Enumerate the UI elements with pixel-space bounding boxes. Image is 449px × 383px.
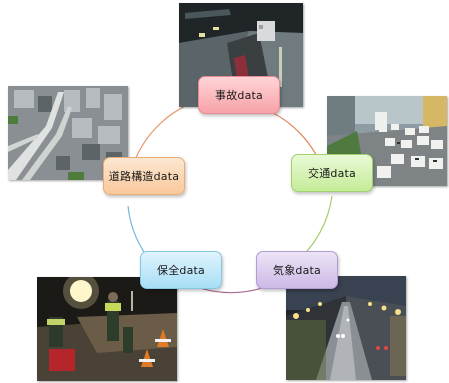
traffic-data-label: 交通data (308, 167, 356, 180)
road-structure-data-label: 道路構造data (108, 170, 180, 183)
maintenance-data-node: 保全data (140, 251, 222, 289)
arc-road-accident (134, 99, 201, 161)
maintenance-data-label: 保全data (157, 264, 205, 277)
traffic-data-node: 交通data (291, 154, 373, 192)
road-structure-data-node: 道路構造data (103, 157, 185, 195)
arc-maintenance-road (127, 205, 147, 256)
accident-data-node: 事故data (198, 76, 280, 114)
accident-data-label: 事故data (215, 89, 263, 102)
maintenance-work-photo (37, 277, 177, 381)
weather-data-label: 気象data (273, 264, 321, 277)
weather-data-node: 気象data (256, 251, 338, 289)
weather-night-road-photo (286, 276, 406, 380)
